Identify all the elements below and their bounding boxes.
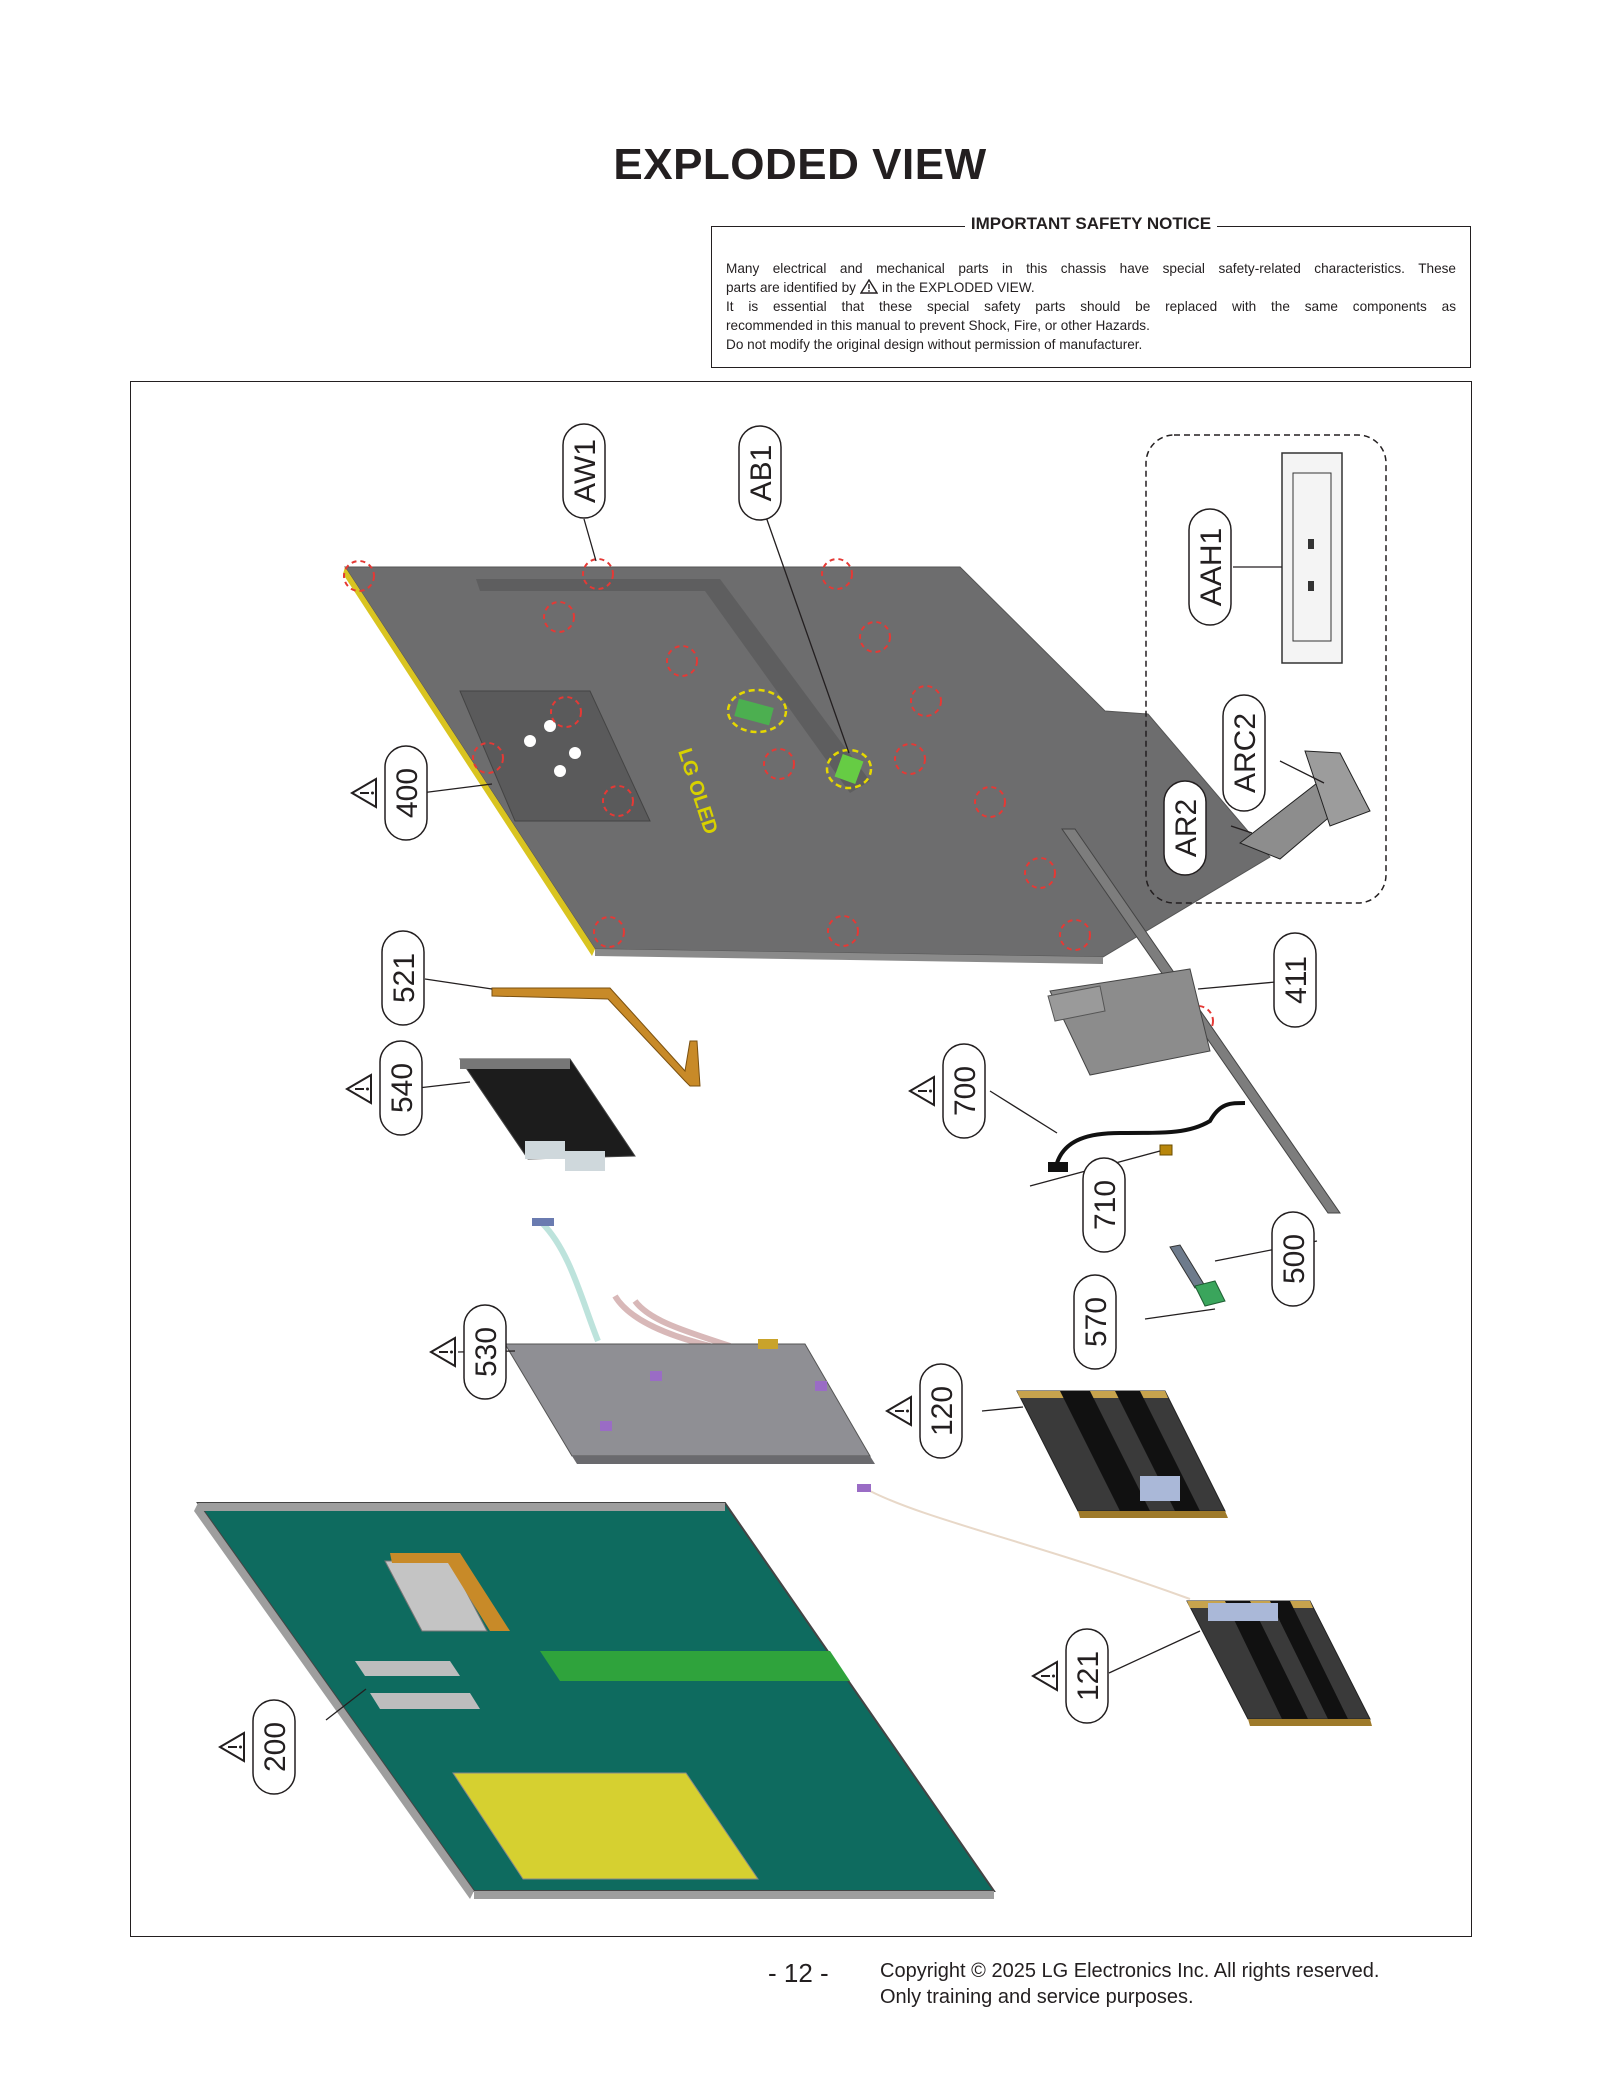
accessory-group-box [1145,434,1387,904]
warning-triangle-icon [351,778,377,808]
part-label-400: 400 [384,745,428,841]
exploded-view-diagram: LG OLED [194,423,1387,1899]
svg-text:121: 121 [1072,1651,1105,1701]
notice-line-4: recommended in this manual to prevent Sh… [726,318,1150,333]
notice-line-1: Many electrical and mechanical parts in … [726,261,1456,276]
warning-triangle-icon [909,1076,935,1106]
cables-530-part [532,1218,731,1349]
warning-triangle-icon [859,279,878,294]
part-label-aw1: AW1 [562,423,606,519]
svg-text:ARC2: ARC2 [1229,713,1262,793]
part-label-121: 121 [1065,1628,1109,1724]
safety-notice-box: IMPORTANT SAFETY NOTICE Many electrical … [711,214,1471,368]
ffc-cable-521-part [491,987,701,1087]
part-label-700: 700 [942,1043,986,1139]
page-number: - 12 - [768,1958,829,1988]
connector-710-part [1159,1144,1173,1156]
svg-text:411: 411 [1280,956,1313,1004]
highlight-markers [726,688,873,790]
svg-text:120: 120 [926,1386,959,1436]
warning-triangle-icon [886,1396,912,1426]
wall-bracket-aah1-part [1281,452,1343,664]
part-label-ar2: AR2 [1163,780,1207,876]
part-label-710: 710 [1082,1157,1126,1253]
warning-triangle-icon [1032,1661,1058,1691]
safety-notice-heading: IMPORTANT SAFETY NOTICE [712,214,1470,234]
svg-text:500: 500 [1278,1234,1311,1284]
part-label-411: 411 [1273,932,1317,1028]
back-cover-part: LG OLED [343,566,1271,964]
wire-harness [869,1490,1191,1600]
power-board-121-part [1186,1600,1372,1726]
part-label-arc2: ARC2 [1222,694,1266,812]
part-label-540: 540 [379,1040,423,1136]
power-board-120-part [1016,1390,1228,1518]
svg-text:700: 700 [949,1066,982,1116]
diagram-frame [130,381,1472,1937]
remote-control-part [1239,750,1371,860]
svg-text:530: 530 [470,1327,503,1377]
key-board-500-part [1169,1244,1226,1307]
copyright-notice: Copyright © 2025 LG Electronics Inc. All… [880,1960,1380,2008]
wire-connector [857,1484,871,1492]
power-cable-700-part [1048,1101,1246,1172]
panel-module-200-part [194,1502,996,1899]
part-label-aah1: AAH1 [1188,508,1232,626]
svg-text:540: 540 [386,1063,419,1113]
notice-line-3: It is essential that these special safet… [726,299,1456,314]
svg-text:AAH1: AAH1 [1195,528,1228,606]
svg-text:AW1: AW1 [569,439,602,503]
stand-bracket-part [1047,828,1341,1214]
svg-text:200: 200 [259,1722,292,1772]
notice-line-5: Do not modify the original design withou… [726,337,1143,352]
svg-text:400: 400 [391,768,424,818]
screw-location-markers [343,558,1214,1037]
svg-text:AR2: AR2 [1170,799,1203,857]
safety-notice-body: Many electrical and mechanical parts in … [726,259,1456,354]
board-540-part [459,1058,636,1171]
svg-text:710: 710 [1089,1180,1122,1230]
part-label-570: 570 [1073,1274,1117,1370]
svg-text:570: 570 [1080,1297,1113,1347]
part-label-ab1: AB1 [738,425,782,521]
part-label-500: 500 [1271,1211,1315,1307]
part-label-200: 200 [252,1699,296,1795]
svg-text:521: 521 [388,953,421,1003]
warning-triangle-icon [346,1074,372,1104]
warning-triangle-icon [430,1337,456,1367]
page-title: EXPLODED VIEW [613,140,987,189]
part-label-521: 521 [381,930,425,1026]
part-label-530: 530 [463,1304,507,1400]
part-label-120: 120 [919,1363,963,1459]
main-board-530-part [504,1339,875,1464]
svg-text:AB1: AB1 [745,445,778,502]
warning-triangle-icon [219,1732,245,1762]
